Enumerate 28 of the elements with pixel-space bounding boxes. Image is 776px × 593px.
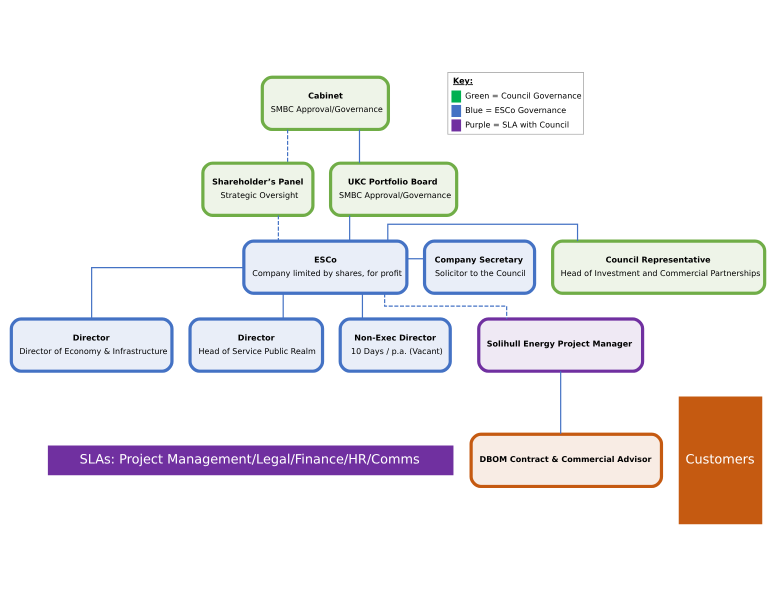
node-box: Council Representative Head of Investment and Commercial Partnerships [551,239,766,295]
connector [362,293,364,319]
node-box: UKC Portfolio Board SMBC Approval/Governance [328,162,458,217]
node-box: Customers [678,396,762,524]
node-box: Director Director of Economy & Infrastructure [10,317,174,373]
connector [287,130,288,163]
connector [349,215,350,241]
node-box: Company Secretary Solicitor to the Council [422,239,536,295]
node-box: ESCo Company limited by shares, for profit [242,239,408,295]
node-box: DBOM Contract & Commercial Advisor [470,432,664,488]
node-box: Non-Exec Director 10 Days / p.a. (Vacant) [338,317,452,373]
connector [560,371,562,434]
label: Key: [453,76,473,86]
connector [406,258,424,260]
node-box: Cabinet SMBC Approval/Governance [260,76,390,132]
legend-label: Blue = ESCo Governance [465,106,566,115]
connector [358,130,360,163]
connector [387,224,578,241]
node-box: Director Head of Service Public Realm [188,317,324,373]
legend-label: Purple = SLA with Council [465,120,570,130]
connector [282,293,284,319]
connector [384,293,508,319]
node-box: SLAs: Project Management/Legal/Finance/HR/Comms [48,445,454,476]
connector [91,266,244,319]
legend-label: Green = Council Governance [465,92,582,101]
node-box: Solihull Energy Project Manager [477,317,644,373]
connector [278,215,279,241]
node-box: Shareholder’s Panel Strategic Oversight [201,162,315,217]
